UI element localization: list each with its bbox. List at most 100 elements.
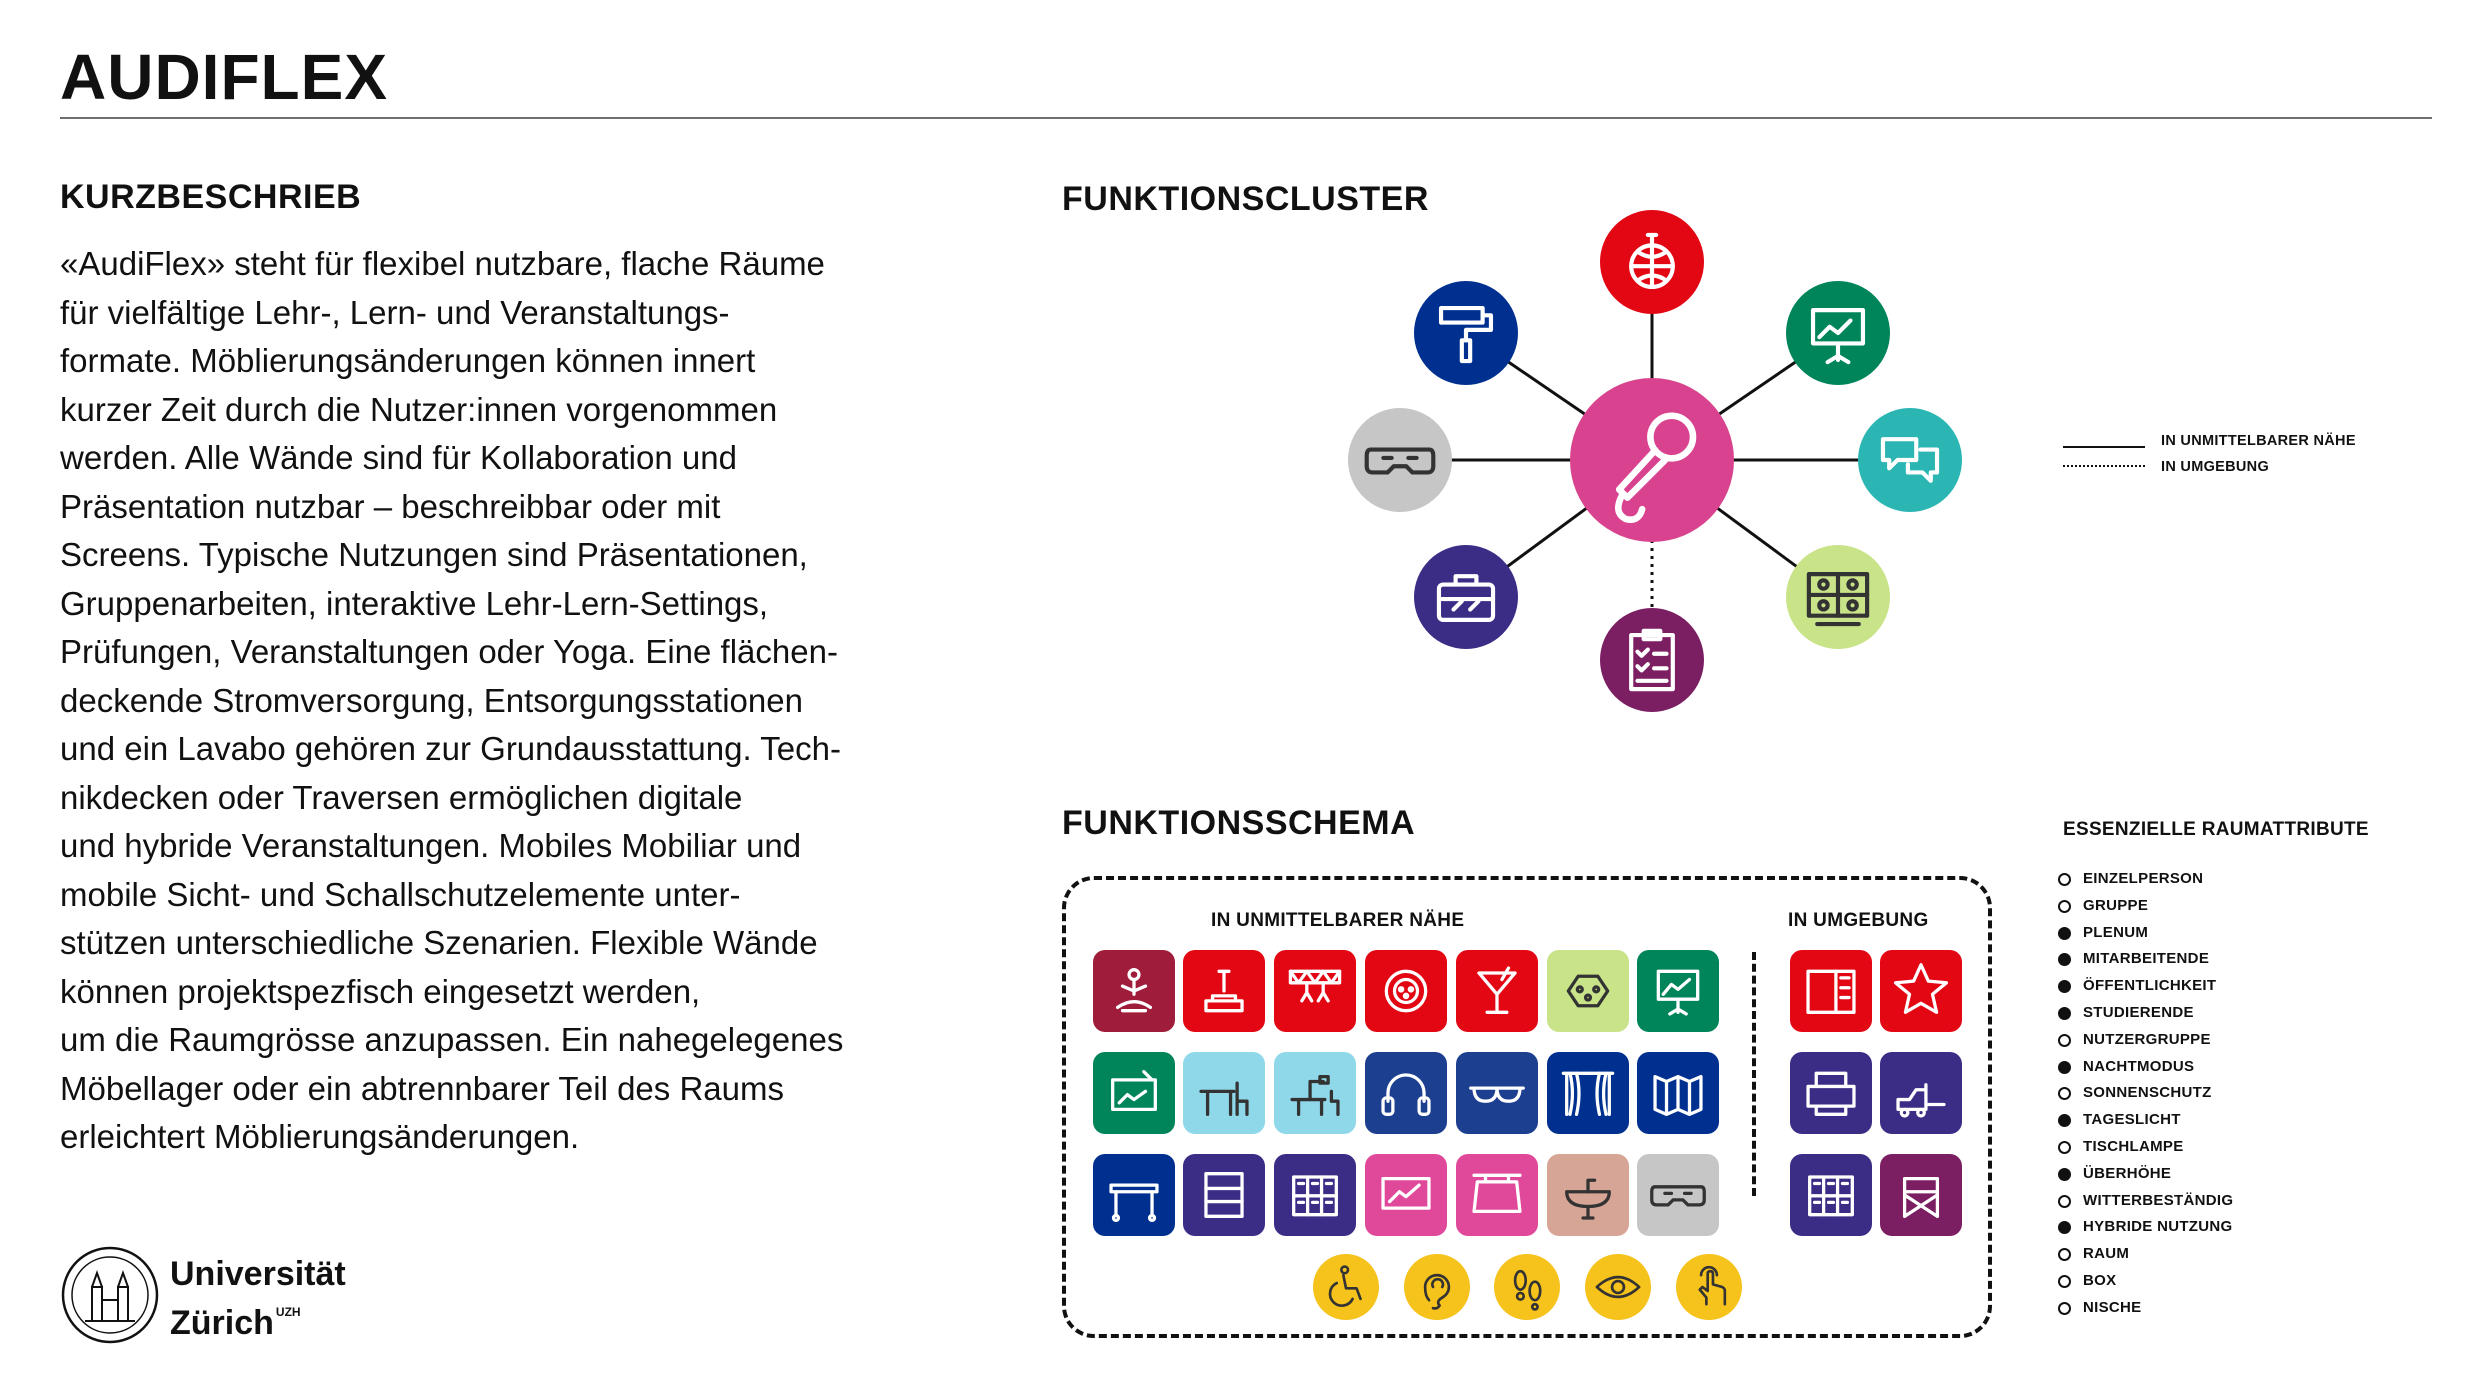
lockers-icon	[1790, 1154, 1872, 1236]
yoga-icon	[1093, 950, 1175, 1032]
description-line: «AudiFlex» steht für flexibel nutzbare, …	[60, 245, 825, 282]
ear-icon	[1404, 1254, 1470, 1320]
description-line: deckende Stromversorgung, Entsorgungssta…	[60, 681, 803, 719]
cocktail-icon	[1456, 950, 1538, 1032]
attribute-bullet-filled	[2058, 1221, 2071, 1235]
attribute-bullet-empty	[2058, 899, 2071, 913]
attribute-bullet-filled	[2058, 1114, 2071, 1128]
attribute-label: HYBRIDE NUTZUNG	[2083, 1218, 2233, 1236]
lockers-icon	[1274, 1154, 1356, 1236]
uzh-wordmark-line1: Universität	[170, 1255, 346, 1293]
description-line: werden. Alle Wände sind für Kollaboratio…	[60, 439, 737, 476]
attribute-bullet-empty	[2058, 1141, 2071, 1154]
description-line: nikdecken oder Traversen ermöglichen dig…	[60, 778, 743, 816]
description-line: Präsentation nutzbar – beschreibbar oder…	[60, 487, 721, 525]
sink-icon	[1547, 1154, 1629, 1236]
attribute-bullet-empty	[2058, 1087, 2071, 1101]
mobile-table-icon	[1093, 1154, 1175, 1236]
description-line: kurzer Zeit durch die Nutzer:innen vorge…	[60, 390, 778, 428]
curtain-icon	[1547, 1052, 1629, 1134]
toolbox-icon	[1414, 545, 1518, 649]
page-title: AUDIFLEX	[60, 41, 388, 113]
microphone-icon	[1570, 378, 1734, 542]
uzh-superscript: UZH	[275, 1305, 301, 1319]
attribute-bullet-empty	[2058, 1194, 2071, 1208]
attribute-bullet-filled	[2058, 980, 2071, 994]
swiss-plug-icon	[1547, 950, 1629, 1032]
ceiling-projector-icon	[1456, 1154, 1538, 1236]
schema-divider	[1752, 952, 1756, 1196]
glasses-icon	[1456, 1052, 1538, 1134]
attribute-label: PLENUM	[2083, 923, 2149, 941]
description-line: können projektspezfisch eingesetzt werde…	[60, 972, 701, 1010]
attribute-label: ÜBERHÖHE	[2083, 1164, 2172, 1182]
description-line: Gruppenarbeiten, interaktive Lehr-Lern-S…	[60, 584, 769, 622]
attribute-label: RAUM	[2083, 1245, 2130, 1263]
clipboard-checklist-icon	[1600, 608, 1704, 712]
desk-lamp-icon	[1274, 1052, 1356, 1134]
function-cluster-heading: FUNKTIONSCLUSTER	[1062, 180, 1429, 218]
description-line: und ein Lavabo gehören zur Grundausstatt…	[60, 730, 841, 767]
description-line: formate. Möblierungsänderungen können in…	[60, 342, 756, 379]
power-socket-icon	[1365, 950, 1447, 1032]
schema-surround-label: IN UMGEBUNG	[1788, 910, 1929, 931]
room-attributes-heading: ESSENZIELLE RAUMATTRIBUTE	[2063, 819, 2369, 840]
attribute-bullet-empty	[2058, 1248, 2071, 1262]
attribute-label: MITARBEITENDE	[2083, 950, 2210, 968]
description-line: Prüfungen, Veranstaltungen oder Yoga. Ei…	[60, 633, 838, 670]
attribute-bullet-empty	[2058, 1275, 2071, 1288]
attribute-label: ÖFFENTLICHKEIT	[2083, 977, 2217, 995]
attribute-label: BOX	[2083, 1272, 2117, 1289]
attribute-bullet-empty	[2058, 873, 2071, 886]
attribute-label: TAGESLICHT	[2083, 1111, 2181, 1129]
forklift-icon	[1880, 1052, 1962, 1134]
title-divider	[60, 117, 2432, 119]
description-line: Möbellager oder ein abtrennbarer Teil de…	[60, 1069, 784, 1107]
legend-solid-line	[2063, 446, 2145, 448]
description-line: für vielfältige Lehr-, Lern- und Veranst…	[60, 293, 730, 331]
short-description-heading: KURZBESCHRIEB	[60, 178, 362, 216]
eye-icon	[1585, 1254, 1651, 1320]
tablet-stylus-icon	[1093, 1052, 1175, 1134]
headphones-icon	[1365, 1052, 1447, 1134]
room-partition-icon	[1790, 950, 1872, 1032]
attribute-bullet-filled	[2058, 953, 2071, 967]
vr-headset-icon	[1637, 1154, 1719, 1236]
legend-dotted-label: IN UMGEBUNG	[2161, 459, 2270, 475]
touch-hand-icon	[1676, 1254, 1742, 1320]
legend-solid-label: IN UNMITTELBARER NÄHE	[2161, 433, 2356, 449]
description-line: Screens. Typische Nutzungen sind Präsent…	[60, 536, 808, 573]
attribute-label: TISCHLAMPE	[2083, 1138, 2184, 1155]
director-chair-icon	[1880, 1154, 1962, 1236]
attribute-label: STUDIERENDE	[2083, 1004, 2194, 1021]
attribute-bullet-filled	[2058, 1060, 2071, 1074]
attribute-bullet-filled	[2058, 1167, 2071, 1181]
description-line: um die Raumgrösse anzupassen. Ein nahege…	[60, 1021, 844, 1058]
speech-bubbles-icon	[1858, 408, 1962, 512]
description-line: mobile Sicht- und Schallschutzelemente u…	[60, 875, 741, 913]
projection-screen-icon	[1786, 281, 1890, 385]
vr-headset-icon	[1348, 408, 1452, 512]
description-line: und hybride Veranstaltungen. Mobiles Mob…	[60, 827, 802, 864]
schema-frame	[1062, 876, 1992, 1338]
attribute-bullet-filled	[2058, 1007, 2071, 1020]
short-description-text: «AudiFlex» steht für flexibel nutzbare, …	[60, 240, 870, 1162]
uzh-seal-logo	[60, 1245, 160, 1345]
attribute-label: EINZELPERSON	[2083, 870, 2204, 887]
attribute-label: WITTERBESTÄNDIG	[2083, 1191, 2234, 1209]
attribute-label: NISCHE	[2083, 1298, 2142, 1316]
attribute-label: GRUPPE	[2083, 896, 2149, 914]
attribute-label: NACHTMODUS	[2083, 1057, 2195, 1075]
schema-near-label: IN UNMITTELBARER NÄHE	[1211, 910, 1465, 931]
function-schema-heading: FUNKTIONSSCHEMA	[1062, 804, 1416, 842]
lectern-microphone-icon	[1183, 950, 1265, 1032]
attribute-bullet-empty	[2058, 1033, 2071, 1047]
printer-icon	[1790, 1052, 1872, 1134]
footprints-icon	[1494, 1254, 1560, 1320]
attribute-label: SONNENSCHUTZ	[2083, 1084, 2212, 1102]
folding-screen-icon	[1637, 1052, 1719, 1134]
presentation-board-icon	[1637, 950, 1719, 1032]
shelf-icon	[1183, 1154, 1265, 1236]
